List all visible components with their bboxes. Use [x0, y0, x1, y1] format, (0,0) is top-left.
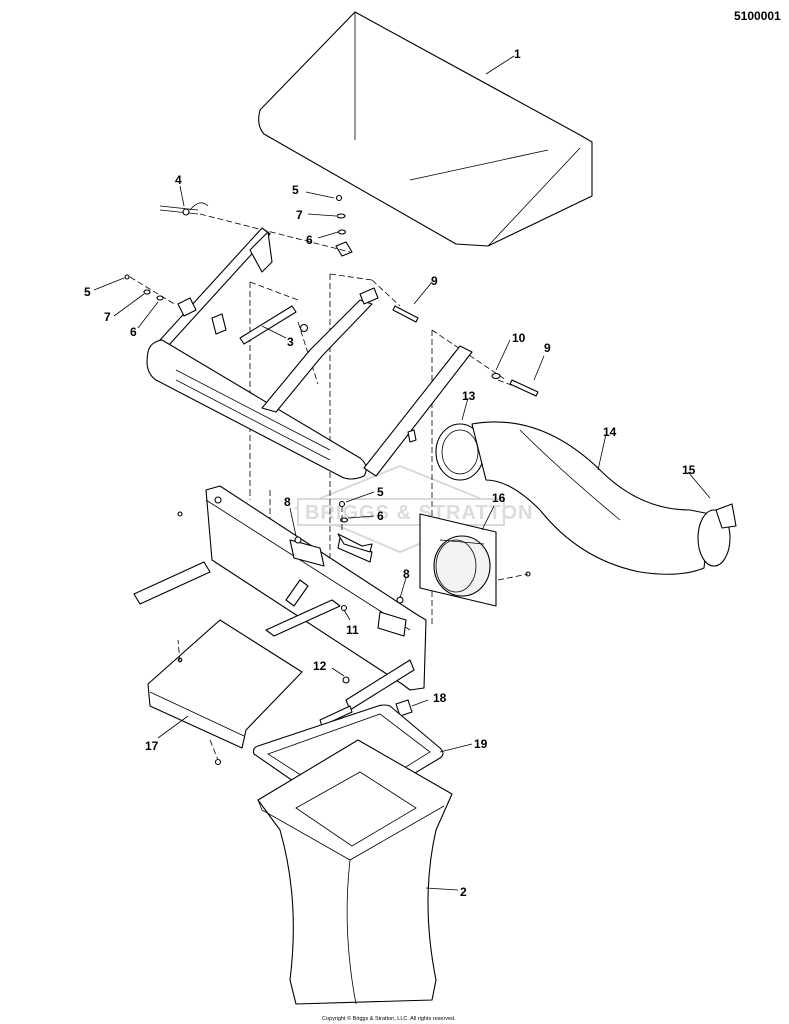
callout-9-right: 9	[544, 341, 551, 355]
callout-1: 1	[514, 47, 521, 61]
callout-6-lower: 6	[377, 509, 384, 523]
callout-6-upper: 6	[306, 233, 313, 247]
callout-8-left: 8	[284, 495, 291, 509]
callout-16: 16	[492, 491, 506, 505]
part-18-bushing	[395, 699, 413, 717]
part-15-hose-clamp	[697, 503, 737, 567]
callout-2: 2	[460, 885, 467, 899]
part-16-chute-adapter	[419, 513, 531, 607]
callout-5-upper: 5	[292, 183, 299, 197]
callout-19: 19	[474, 737, 488, 751]
callout-5-left: 5	[84, 285, 91, 299]
callout-15: 15	[682, 463, 696, 477]
callout-6-left: 6	[130, 325, 137, 339]
callout-7-left: 7	[104, 310, 111, 324]
callout-18: 18	[433, 691, 447, 705]
document-id: 5100001	[734, 9, 781, 23]
leader-lines	[93, 55, 711, 891]
callout-11: 11	[346, 623, 359, 637]
callout-4: 4	[175, 173, 182, 187]
brand-watermark: BRIGGS & STRATTON	[293, 464, 533, 554]
callout-labels: 1 2 3 4 5 5 5 6 6 6 7 7 8 8 9 9 10 11 12…	[84, 47, 696, 899]
part-1-top-cover	[258, 11, 593, 247]
part-17-deflector	[147, 619, 303, 766]
part-4-pin	[159, 202, 209, 216]
part-2-grass-bag	[257, 739, 453, 1005]
watermark-text: BRIGGS & STRATTON	[305, 502, 533, 524]
callout-8-right: 8	[403, 567, 410, 581]
callout-13: 13	[462, 389, 476, 403]
hardware-lower	[337, 500, 373, 553]
part-12-nut	[342, 676, 350, 684]
part-14-hose	[471, 421, 711, 575]
callout-10: 10	[512, 331, 526, 345]
callout-3: 3	[287, 335, 294, 349]
callout-14: 14	[603, 425, 617, 439]
part-9-bolts	[392, 305, 539, 397]
hardware-upper	[124, 194, 353, 301]
callout-17: 17	[145, 739, 159, 753]
callout-7-upper: 7	[296, 208, 303, 222]
upper-frame-assembly	[146, 227, 473, 480]
callout-5-lower: 5	[377, 485, 384, 499]
callout-9-upper: 9	[431, 274, 438, 288]
lower-frame-assembly	[133, 485, 427, 727]
copyright-notice: Copyright © Briggs & Stratton, LLC. All …	[322, 1015, 456, 1022]
callout-12: 12	[313, 659, 327, 673]
